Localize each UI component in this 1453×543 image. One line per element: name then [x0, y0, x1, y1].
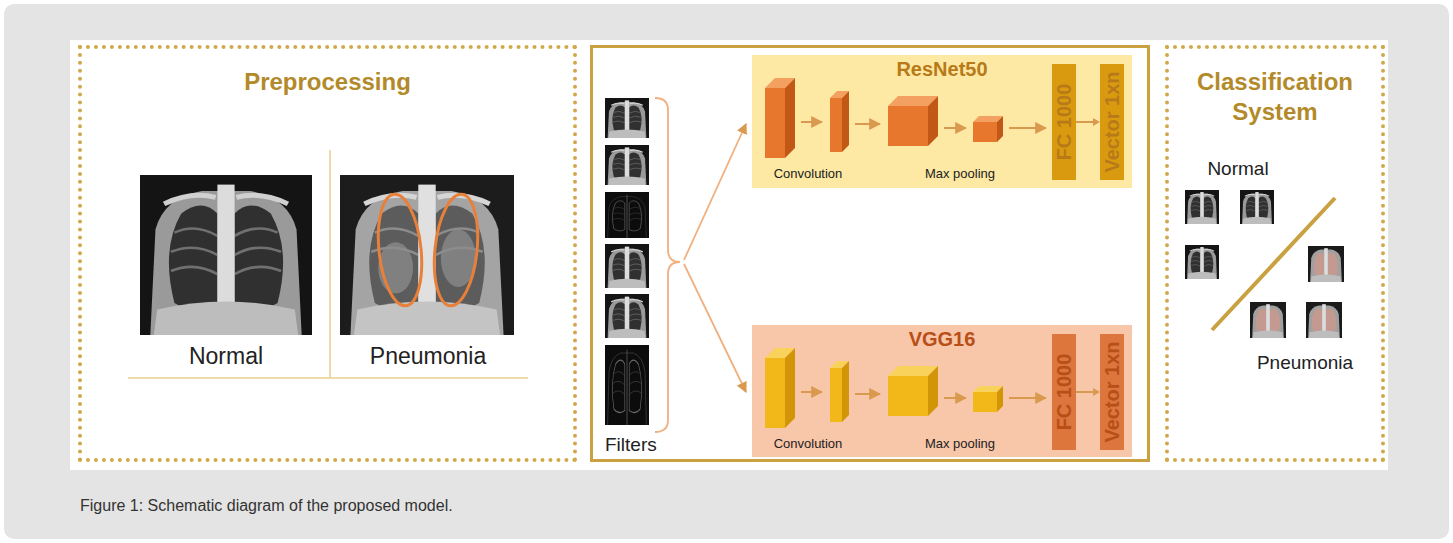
pneumonia-xray — [340, 175, 514, 335]
filter-stack — [605, 98, 746, 432]
node-text: Classification System — [1175, 67, 1375, 127]
node-text: Vector 1xn — [1101, 341, 1123, 442]
image-label: Pneumonia — [370, 343, 486, 370]
panel: Classification System — [1165, 45, 1385, 462]
node-text: ResNet50 — [896, 58, 987, 81]
arrowhead — [1093, 118, 1100, 126]
branch-arrow — [684, 264, 746, 392]
filter-thumbnail — [605, 98, 649, 138]
branch-arrow — [684, 124, 746, 260]
bracket — [655, 98, 680, 432]
connector-line — [1076, 391, 1094, 393]
layer-box: FC 1000 — [1052, 64, 1076, 180]
connector-line — [1076, 121, 1094, 123]
node-text: FC 1000 — [1053, 354, 1075, 431]
figure-sheet — [70, 40, 1388, 470]
normal-thumbnail — [1185, 245, 1219, 279]
class-separator — [1212, 198, 1335, 330]
filter-thumbnail — [605, 294, 649, 338]
node-text: VGG16 — [909, 328, 976, 351]
node-text: FC 1000 — [1053, 84, 1075, 161]
normal-xray — [140, 175, 312, 335]
lung-highlight — [429, 192, 482, 308]
resnet-layers — [765, 78, 1046, 158]
image-label: Normal — [1207, 158, 1268, 180]
preprocessing-illustration — [128, 150, 528, 378]
pneumonia-thumbnail — [1308, 246, 1344, 282]
node-text: Vector 1xn — [1101, 71, 1123, 172]
layer-box: Vector 1xn — [1100, 334, 1124, 450]
divider-line — [329, 150, 331, 378]
normal-thumbnail — [1185, 190, 1219, 224]
node-text: Preprocessing — [244, 67, 411, 97]
connector-arrow — [1076, 118, 1100, 126]
image-label: Normal — [189, 343, 263, 370]
panel: Preprocessing — [78, 45, 577, 462]
vgg-layers — [765, 348, 1046, 428]
image-label: Max pooling — [925, 166, 995, 181]
pneumonia-thumbnail — [1250, 302, 1286, 338]
figure-caption: Figure 1: Schematic diagram of the propo… — [80, 497, 453, 515]
arrowhead — [1093, 388, 1100, 396]
image-label: Max pooling — [925, 436, 995, 451]
filter-thumbnail — [605, 345, 649, 425]
filter-thumbnail — [605, 145, 649, 185]
layer-box: FC 1000 — [1052, 334, 1076, 450]
classification-illustration — [1185, 190, 1344, 338]
pneumonia-thumbnail — [1306, 302, 1342, 338]
node-text: Filters — [605, 434, 657, 456]
lung-highlight — [373, 192, 426, 308]
normal-thumbnail — [1240, 190, 1274, 224]
filter-thumbnail — [605, 192, 649, 238]
image-label: Pneumonia — [1257, 352, 1353, 374]
baseline — [128, 377, 528, 379]
image-label: Convolution — [774, 166, 843, 181]
panel: FiltersResNet50FC 1000Vector 1xnVGG16FC … — [590, 45, 1150, 462]
layer-box: Vector 1xn — [1100, 64, 1124, 180]
filter-thumbnail — [605, 244, 649, 288]
image-label: Convolution — [774, 436, 843, 451]
connector-arrow — [1076, 388, 1100, 396]
